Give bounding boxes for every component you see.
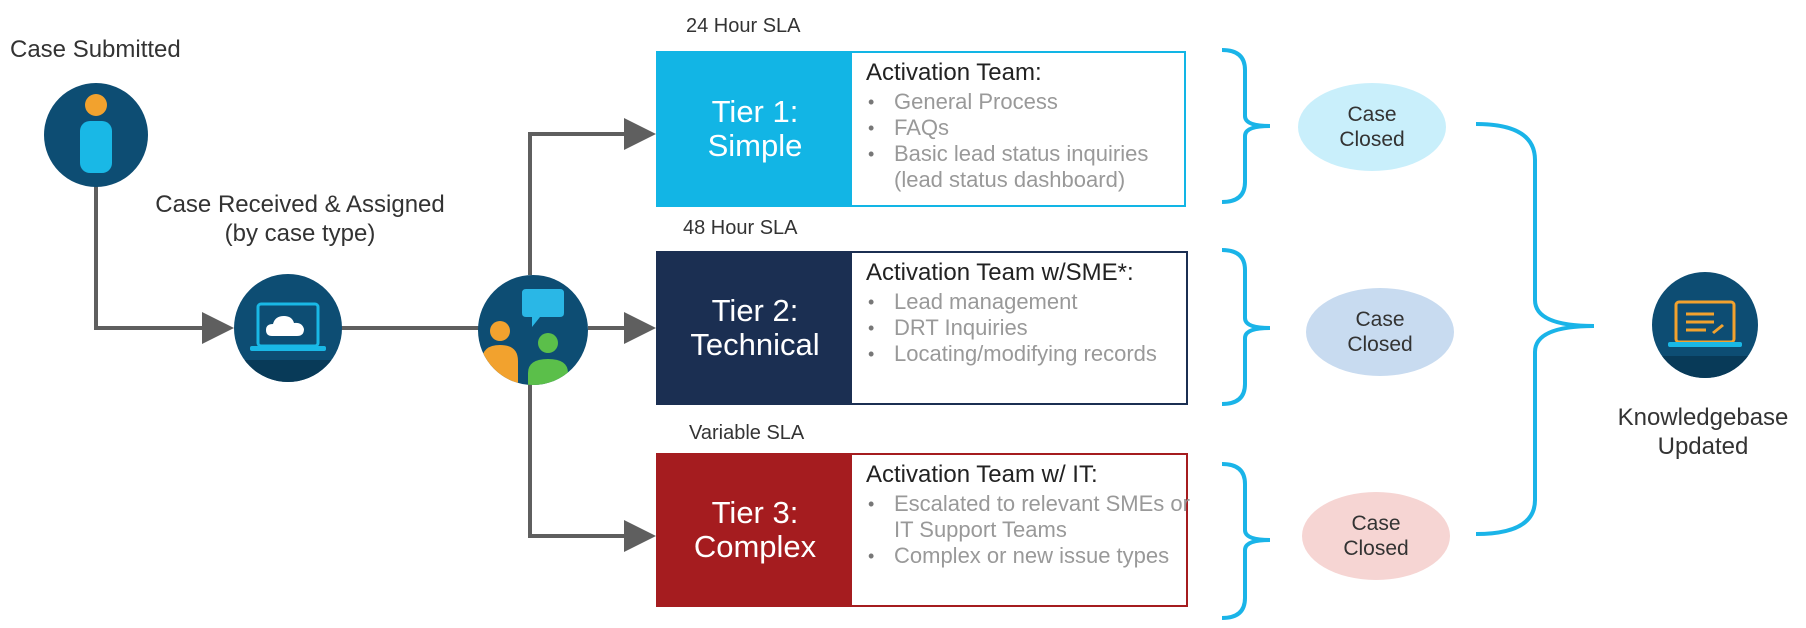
list-item-continuation: IT Support Teams (894, 517, 1067, 542)
list-item: General Process (866, 89, 1180, 115)
knowledgebase-line1: Knowledgebase (1617, 404, 1789, 431)
laptop-document-icon (1652, 272, 1758, 378)
case-assigned-line2: (by case type) (224, 220, 376, 247)
case-closed-line2: Closed (1347, 333, 1413, 356)
connector-team-to-tier3 (528, 382, 656, 552)
laptop-cloud-icon (234, 274, 342, 382)
case-assigned-line1: Case Received & Assigned (155, 191, 445, 218)
list-item-continuation: (lead status dashboard) (894, 167, 1126, 192)
case-assigned-label: Case Received & Assigned (by case type) (140, 190, 460, 248)
knowledgebase-line2: Updated (1657, 433, 1749, 460)
tier3-details: Activation Team w/ IT: Escalated to rele… (866, 461, 1190, 569)
case-closed-line2: Closed (1343, 537, 1409, 560)
tier2-item-list: Lead management DRT Inquiries Locating/m… (866, 289, 1182, 367)
tier3-team: Activation Team w/ IT: (866, 461, 1098, 488)
brace-tier3 (1221, 462, 1271, 620)
tier1-header: Tier 1: Simple (658, 53, 852, 205)
case-closed-line2: Closed (1339, 128, 1405, 151)
brace-tier1 (1221, 48, 1271, 204)
list-item: Locating/modifying records (866, 341, 1182, 367)
list-item: Basic lead status inquiries (866, 141, 1180, 167)
connector-submit-to-assign (94, 185, 234, 344)
tier2-sla: 48 Hour SLA (683, 217, 798, 239)
list-item: FAQs (866, 115, 1180, 141)
tier3-title-line2: Complex (693, 529, 817, 564)
tier2-header: Tier 2: Technical (658, 253, 852, 403)
tier1-item-list: General Process FAQs Basic lead status i… (866, 89, 1180, 193)
tier1-details: Activation Team: General Process FAQs Ba… (866, 59, 1180, 193)
tier1-title-line2: Simple (707, 128, 803, 163)
tier1-team: Activation Team: (866, 59, 1042, 86)
connector-team-to-tier1 (528, 118, 656, 275)
list-item: Lead management (866, 289, 1182, 315)
case-closed-line1: Case (1351, 512, 1401, 535)
tier3-header: Tier 3: Complex (658, 455, 852, 605)
case-closed-line1: Case (1347, 103, 1397, 126)
tier1-title-line1: Tier 1: (711, 94, 799, 129)
list-item: Escalated to relevant SMEs or (866, 491, 1190, 517)
person-icon (44, 83, 148, 187)
list-item: DRT Inquiries (866, 315, 1182, 341)
tier1-box: Tier 1: Simple Activation Team: General … (656, 51, 1186, 207)
team-chat-icon (478, 275, 588, 385)
list-item: Complex or new issue types (866, 543, 1182, 569)
case-closed-line1: Case (1355, 308, 1405, 331)
tier2-title-line2: Technical (690, 327, 820, 362)
knowledgebase-label: Knowledgebase Updated (1600, 403, 1806, 461)
tier3-sla: Variable SLA (689, 422, 805, 444)
tier3-title-line1: Tier 3: (711, 495, 799, 530)
tier3-box: Tier 3: Complex Activation Team w/ IT: E… (656, 453, 1190, 607)
tier3-item-list: Escalated to relevant SMEs or IT Support… (866, 491, 1190, 569)
tier2-box: Tier 2: Technical Activation Team w/SME*… (656, 251, 1188, 405)
tier2-team: Activation Team w/SME*: (866, 259, 1134, 286)
tier2-title-line1: Tier 2: (711, 293, 799, 328)
tier1-sla: 24 Hour SLA (686, 15, 801, 37)
case-submitted-label: Case Submitted (10, 36, 181, 63)
brace-to-knowledgebase (1475, 122, 1595, 536)
brace-tier2 (1221, 248, 1271, 406)
tier2-details: Activation Team w/SME*: Lead management … (866, 259, 1182, 367)
